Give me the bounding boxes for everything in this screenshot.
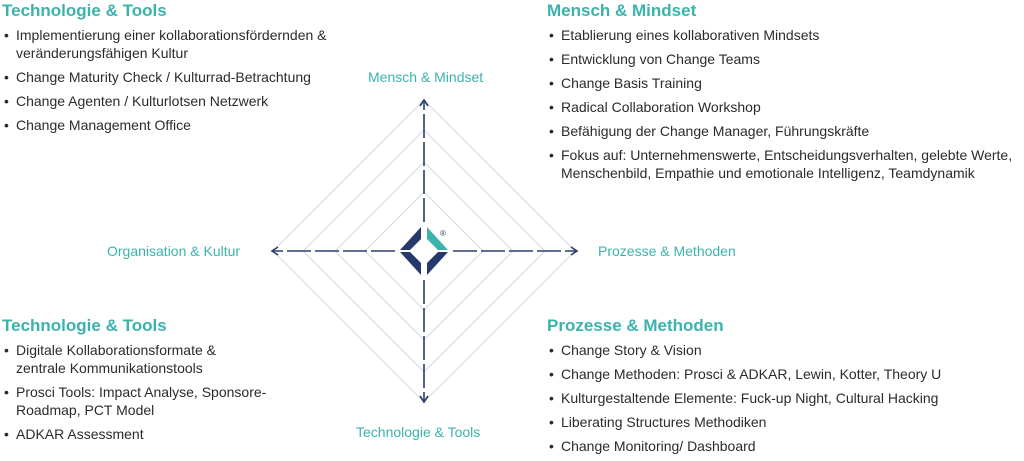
axis-label-left: Organisation & Kultur — [107, 243, 241, 259]
block-top-right: Mensch & Mindset Etablierung eines kolla… — [547, 0, 1024, 188]
bullet-list: Digitale Kollaborationsformate & zentral… — [2, 341, 282, 443]
list-item: Change Agenten / Kulturlotsen Netzwerk — [4, 92, 342, 110]
arrow-up-icon — [419, 98, 429, 107]
list-item: Digitale Kollaborationsformate & zentral… — [4, 341, 236, 377]
list-item: ADKAR Assessment — [4, 425, 282, 443]
list-item: Liberating Structures Methodiken — [549, 413, 1007, 431]
arrow-right-icon — [570, 246, 579, 256]
list-item: Fokus auf: Unternehmenswerte, Entscheidu… — [549, 146, 1024, 182]
list-item: Etablierung eines kollaborativen Mindset… — [549, 26, 1024, 44]
list-item: Change Story & Vision — [549, 341, 1007, 359]
arrow-down-icon — [419, 395, 429, 404]
block-title: Mensch & Mindset — [547, 1, 697, 20]
list-item: Implementierung einer kollaborationsförd… — [4, 26, 336, 62]
block-top-left: Technologie & Tools Implementierung eine… — [2, 0, 342, 140]
block-title: Technologie & Tools — [2, 316, 167, 335]
block-title: Technologie & Tools — [2, 1, 167, 20]
list-item: Change Methoden: Prosci & ADKAR, Lewin, … — [549, 365, 1007, 383]
list-item: Change Management Office — [4, 116, 342, 134]
list-item: Change Maturity Check / Kulturrad-Betrac… — [4, 68, 342, 86]
axis-label-bottom: Technologie & Tools — [356, 424, 481, 440]
bullet-list: Change Story & Vision Change Methoden: P… — [547, 341, 1007, 455]
diamond-ring — [302, 129, 546, 373]
list-item: Kulturgestaltende Elemente: Fuck-up Nigh… — [549, 389, 1007, 407]
list-item: Prosci Tools: Impact Analyse, Sponsore-R… — [4, 383, 276, 419]
list-item: Befähigung der Change Manager, Führungsk… — [549, 122, 1024, 140]
arrowheads — [270, 98, 579, 404]
arrow-left-icon — [270, 246, 279, 256]
axes — [272, 101, 576, 401]
list-item: Entwicklung von Change Teams — [549, 50, 1024, 68]
registered-mark: ® — [440, 229, 446, 238]
axis-label-top: Mensch & Mindset — [368, 69, 484, 85]
bullet-list: Implementierung einer kollaborationsförd… — [2, 26, 342, 134]
bullet-list: Etablierung eines kollaborativen Mindset… — [547, 26, 1024, 182]
block-bottom-left: Technologie & Tools Digitale Kollaborati… — [2, 315, 282, 449]
list-item: Radical Collaboration Workshop — [549, 98, 1024, 116]
block-bottom-right: Prozesse & Methoden Change Story & Visio… — [547, 315, 1007, 461]
logo-icon — [400, 227, 448, 275]
block-title: Prozesse & Methoden — [547, 316, 724, 335]
list-item: Change Monitoring/ Dashboard — [549, 437, 1007, 455]
axis-label-right: Prozesse & Methoden — [598, 243, 736, 259]
list-item: Change Basis Training — [549, 74, 1024, 92]
